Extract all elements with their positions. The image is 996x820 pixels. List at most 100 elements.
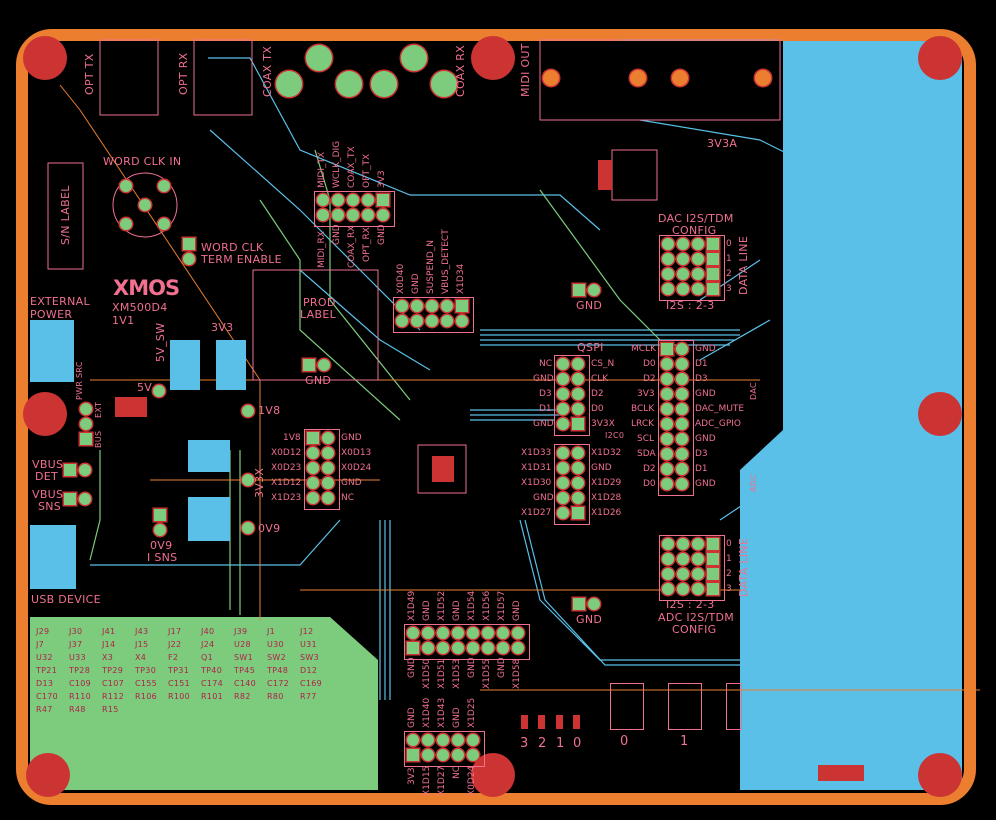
header-pin[interactable]: [377, 209, 389, 221]
header-pin[interactable]: [322, 462, 334, 474]
header-pin[interactable]: [661, 373, 673, 385]
jumper-pin[interactable]: [154, 524, 166, 536]
header-pin[interactable]: [677, 268, 689, 280]
header-pin[interactable]: [572, 358, 584, 370]
header-pin[interactable]: [332, 194, 344, 206]
header-pin[interactable]: [707, 568, 719, 580]
header-pin[interactable]: [557, 447, 569, 459]
header-pin[interactable]: [407, 749, 419, 761]
header-pin[interactable]: [692, 238, 704, 250]
header-pin[interactable]: [317, 209, 329, 221]
header-pin[interactable]: [572, 462, 584, 474]
header-pin[interactable]: [307, 492, 319, 504]
header-pin[interactable]: [362, 209, 374, 221]
header-pin[interactable]: [362, 194, 374, 206]
jumper-pin[interactable]: [79, 493, 91, 505]
header-pin[interactable]: [467, 734, 479, 746]
header-pin[interactable]: [497, 642, 509, 654]
header-pin[interactable]: [467, 627, 479, 639]
jumper-pin[interactable]: [64, 464, 76, 476]
jumper-pin[interactable]: [80, 418, 92, 430]
header-pin[interactable]: [452, 627, 464, 639]
header-pin[interactable]: [557, 492, 569, 504]
header-pin[interactable]: [707, 553, 719, 565]
jumper-pin[interactable]: [573, 284, 585, 296]
header-pin[interactable]: [557, 462, 569, 474]
header-pin[interactable]: [707, 238, 719, 250]
header-pin[interactable]: [437, 627, 449, 639]
header-pin[interactable]: [692, 253, 704, 265]
header-pin[interactable]: [661, 403, 673, 415]
header-pin[interactable]: [677, 583, 689, 595]
header-pin[interactable]: [676, 388, 688, 400]
header-pin[interactable]: [332, 209, 344, 221]
header-pin[interactable]: [426, 315, 438, 327]
header-pin[interactable]: [407, 734, 419, 746]
header-pin[interactable]: [456, 315, 468, 327]
header-pin[interactable]: [467, 749, 479, 761]
jumper-pin[interactable]: [183, 238, 195, 250]
header-pin[interactable]: [322, 447, 334, 459]
header-pin[interactable]: [437, 642, 449, 654]
header-pin[interactable]: [422, 734, 434, 746]
header-pin[interactable]: [661, 358, 673, 370]
header-pin[interactable]: [557, 403, 569, 415]
header-pin[interactable]: [456, 300, 468, 312]
header-pin[interactable]: [676, 358, 688, 370]
header-pin[interactable]: [322, 492, 334, 504]
header-pin[interactable]: [307, 462, 319, 474]
test-point[interactable]: [242, 405, 254, 417]
header-pin[interactable]: [347, 209, 359, 221]
header-pin[interactable]: [441, 315, 453, 327]
header-pin[interactable]: [396, 315, 408, 327]
header-pin[interactable]: [662, 583, 674, 595]
jumper-pin[interactable]: [80, 433, 92, 445]
header-pin[interactable]: [572, 492, 584, 504]
jumper-pin[interactable]: [79, 464, 91, 476]
jumper-pin[interactable]: [64, 493, 76, 505]
header-pin[interactable]: [497, 627, 509, 639]
header-pin[interactable]: [557, 418, 569, 430]
jumper-pin[interactable]: [183, 253, 195, 265]
jumper-pin[interactable]: [303, 359, 315, 371]
header-pin[interactable]: [407, 627, 419, 639]
header-pin[interactable]: [572, 418, 584, 430]
header-pin[interactable]: [676, 373, 688, 385]
header-pin[interactable]: [307, 447, 319, 459]
header-pin[interactable]: [661, 433, 673, 445]
header-pin[interactable]: [452, 642, 464, 654]
header-pin[interactable]: [661, 388, 673, 400]
header-pin[interactable]: [572, 447, 584, 459]
header-pin[interactable]: [347, 194, 359, 206]
header-pin[interactable]: [437, 734, 449, 746]
header-pin[interactable]: [377, 194, 389, 206]
header-pin[interactable]: [677, 283, 689, 295]
switch-sw1[interactable]: [610, 683, 644, 730]
jumper-pin[interactable]: [573, 598, 585, 610]
header-pin[interactable]: [512, 627, 524, 639]
header-pin[interactable]: [426, 300, 438, 312]
header-pin[interactable]: [692, 538, 704, 550]
jumper-pin[interactable]: [80, 403, 92, 415]
header-pin[interactable]: [676, 478, 688, 490]
header-pin[interactable]: [557, 388, 569, 400]
header-pin[interactable]: [707, 283, 719, 295]
header-pin[interactable]: [307, 432, 319, 444]
header-pin[interactable]: [661, 463, 673, 475]
header-pin[interactable]: [677, 568, 689, 580]
header-pin[interactable]: [572, 477, 584, 489]
switch-sw2[interactable]: [668, 683, 702, 730]
header-pin[interactable]: [707, 253, 719, 265]
header-pin[interactable]: [692, 568, 704, 580]
test-point[interactable]: [242, 474, 254, 486]
header-pin[interactable]: [662, 268, 674, 280]
test-point[interactable]: [153, 385, 165, 397]
header-pin[interactable]: [557, 477, 569, 489]
header-pin[interactable]: [317, 194, 329, 206]
header-pin[interactable]: [692, 553, 704, 565]
header-pin[interactable]: [322, 432, 334, 444]
header-pin[interactable]: [662, 568, 674, 580]
header-pin[interactable]: [467, 642, 479, 654]
header-pin[interactable]: [452, 734, 464, 746]
header-pin[interactable]: [307, 477, 319, 489]
